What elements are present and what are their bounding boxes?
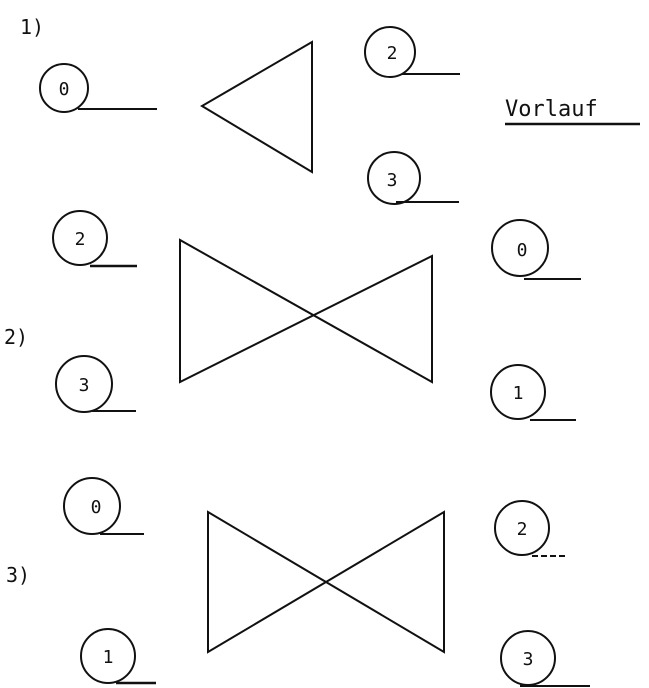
figure-1-node-bottom-right: 3 — [367, 151, 459, 205]
node-circle — [55, 355, 113, 413]
figure-3-node-bottom-left: 1 — [80, 628, 156, 685]
figure-3: 3) 0 1 2 3 — [6, 477, 590, 687]
node-circle — [39, 63, 89, 113]
node-label: 2 — [387, 43, 398, 64]
figure-2-node-top-right: 0 — [491, 219, 581, 280]
node-circle — [490, 364, 546, 420]
node-label: 3 — [387, 170, 398, 191]
node-label: 2 — [75, 229, 86, 250]
figure-1-node-top-right: 2 — [364, 26, 460, 78]
figure-3-node-top-right: 2 — [494, 500, 566, 557]
node-circle — [52, 210, 108, 266]
node-label: 1 — [513, 383, 524, 404]
node-circle — [491, 219, 549, 277]
figure-1-node-left: 0 — [39, 63, 157, 113]
figure-3-bowtie — [207, 510, 445, 654]
figure-2-bowtie — [179, 238, 433, 384]
figure-2-label: 2) — [4, 325, 28, 349]
node-circle — [364, 26, 416, 78]
node-circle — [367, 151, 421, 205]
node-circle — [63, 477, 121, 535]
figure-3-node-top-left: 0 — [63, 477, 144, 535]
diagram-title: Vorlauf — [505, 97, 598, 122]
figure-2: 2) 2 3 0 1 — [4, 210, 581, 421]
figure-3-label: 3) — [6, 563, 30, 587]
node-circle — [494, 500, 550, 556]
node-label: 1 — [103, 647, 114, 668]
figure-2-node-bottom-left: 3 — [55, 355, 136, 413]
figure-1: 1) 0 2 3 — [20, 15, 460, 205]
node-label: 3 — [523, 649, 534, 670]
figure-2-node-top-left: 2 — [52, 210, 137, 268]
node-label: 0 — [517, 240, 528, 261]
figure-2-node-bottom-right: 1 — [490, 364, 576, 421]
figure-1-triangle — [200, 40, 313, 174]
figure-1-label: 1) — [20, 15, 44, 39]
node-label: 0 — [91, 497, 102, 518]
node-label: 2 — [517, 519, 528, 540]
node-circle — [80, 628, 136, 684]
figure-3-node-bottom-right: 3 — [500, 630, 590, 687]
node-label: 3 — [79, 375, 90, 396]
node-label: 0 — [59, 79, 70, 100]
